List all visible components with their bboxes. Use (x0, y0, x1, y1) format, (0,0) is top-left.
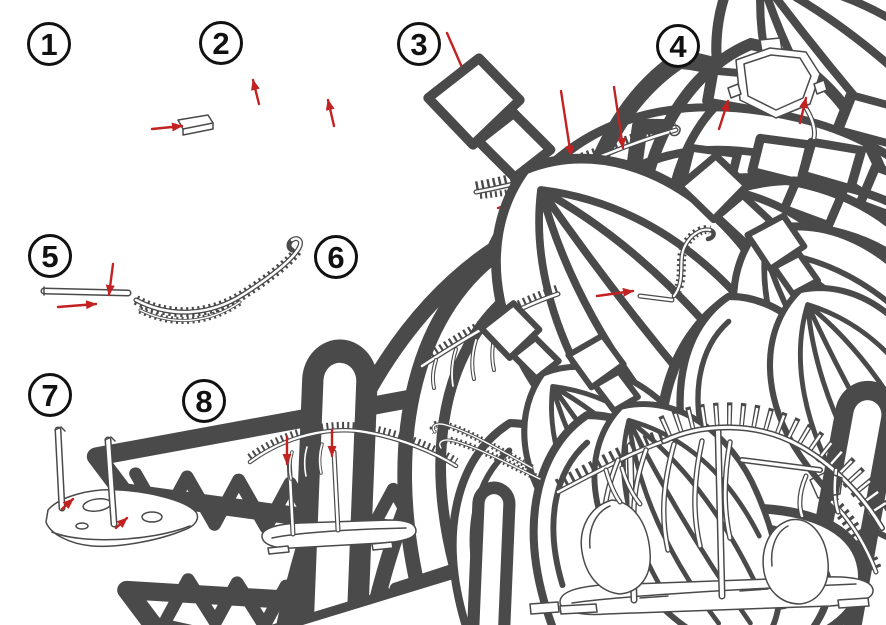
tail-icon (133, 236, 304, 324)
step-4-illustration (717, 37, 828, 141)
connector-bar-icon (739, 457, 823, 473)
step-8-number-badge: 8 (182, 379, 226, 423)
step-2-number-badge: 2 (199, 21, 243, 65)
step-6-number-badge: 6 (314, 235, 358, 279)
tail-tip-icon (429, 420, 542, 483)
step-7-number-badge: 7 (28, 373, 72, 417)
assembly-arrow (559, 89, 574, 158)
assembly-arrow (114, 516, 129, 530)
tail-assembly-icon (637, 87, 886, 625)
step-5-number-badge: 5 (28, 234, 72, 278)
assembly-arrow (325, 98, 336, 128)
display-stand-icon (261, 449, 417, 555)
step-1-number-badge: 1 (27, 22, 71, 66)
support-post-icon (54, 426, 66, 512)
step-2-illustration (251, 0, 886, 625)
step-8-illustration (214, 266, 883, 625)
step-3-number-badge: 3 (397, 22, 441, 66)
step-5-illustration (40, 0, 886, 625)
assembly-arrow (798, 96, 809, 125)
pelvic-plate-icon (727, 37, 828, 119)
final-model-illustration (429, 402, 886, 616)
connector-pin-icon (177, 114, 214, 130)
hip-blade-icon (762, 467, 843, 605)
assembly-arrow (717, 99, 730, 131)
step-7-illustration (45, 426, 199, 548)
spine-bar-icon (40, 286, 132, 297)
assembly-arrow (150, 122, 184, 132)
assembly-arrow (612, 85, 626, 150)
skeleton-assembly-icon (214, 266, 883, 625)
assembly-arrow (56, 300, 98, 310)
assembly-arrow (595, 287, 635, 298)
assembly-arrow (105, 262, 115, 297)
assembly-arrow (251, 78, 261, 106)
step-1-illustration (91, 114, 886, 625)
step-4-number-badge: 4 (656, 24, 700, 68)
shoulder-blade-icon (580, 465, 651, 595)
support-post-icon (104, 436, 118, 528)
assembly-arrow (60, 497, 75, 511)
